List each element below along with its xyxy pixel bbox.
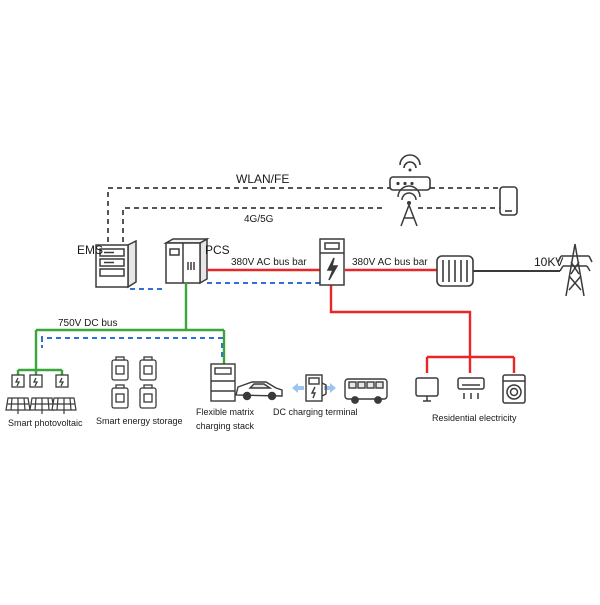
switchgear-cabinet-icon (319, 238, 345, 286)
transmission-tower-icon (557, 243, 593, 297)
arrow-icons (292, 383, 336, 393)
ac-residential-feeder (329, 285, 472, 357)
wlan-label: WLAN/FE (236, 172, 289, 186)
energy-storage-label: Smart energy storage (96, 416, 183, 426)
solar-panel-icons (5, 397, 77, 414)
tv-icon (415, 377, 439, 402)
smartphone-icon (499, 186, 518, 216)
comm-lines (41, 282, 320, 360)
pcs-label: PCS (205, 243, 230, 257)
car-icon (235, 381, 283, 401)
photovoltaic-label: Smart photovoltaic (8, 418, 83, 428)
bus-icon (344, 378, 388, 404)
ac-residential-drops (425, 357, 516, 373)
transformer-icon (436, 255, 474, 287)
wlan-line (107, 187, 390, 242)
ems-cabinet-icon (95, 239, 137, 289)
battery-icons (111, 356, 157, 409)
ac-bus-right-label: 380V AC bus bar (352, 257, 428, 268)
cellular-line (122, 207, 385, 242)
grid-voltage-label: 10KV (534, 255, 563, 269)
ac-lines (207, 268, 516, 373)
dc-bus-label: 750V DC bus (58, 318, 117, 329)
dc-comm-line (41, 336, 223, 360)
pcs-cabinet-icon (163, 237, 210, 285)
cellular-label: 4G/5G (244, 214, 274, 225)
cell-tower-icon (397, 185, 421, 227)
charging-stack-label-line2: charging stack (196, 421, 255, 431)
charging-stack-icon (210, 363, 236, 402)
air-conditioner-icon (457, 377, 485, 399)
ac-bus-left-label: 380V AC bus bar (231, 257, 307, 268)
dc-lines (16, 283, 226, 375)
network-lines (107, 187, 500, 242)
ems-label: EMS (77, 243, 103, 257)
pv-drops (16, 370, 64, 375)
charging-stack-label-line1: Flexible matrix (196, 407, 255, 417)
washing-machine-icon (502, 374, 526, 404)
dc-terminal-label: DC charging terminal (273, 407, 358, 417)
router-icon (389, 154, 431, 191)
dc-charging-terminal-icon (305, 374, 327, 402)
residential-label: Residential electricity (432, 413, 517, 423)
pv-optimizer-icons (11, 374, 69, 388)
